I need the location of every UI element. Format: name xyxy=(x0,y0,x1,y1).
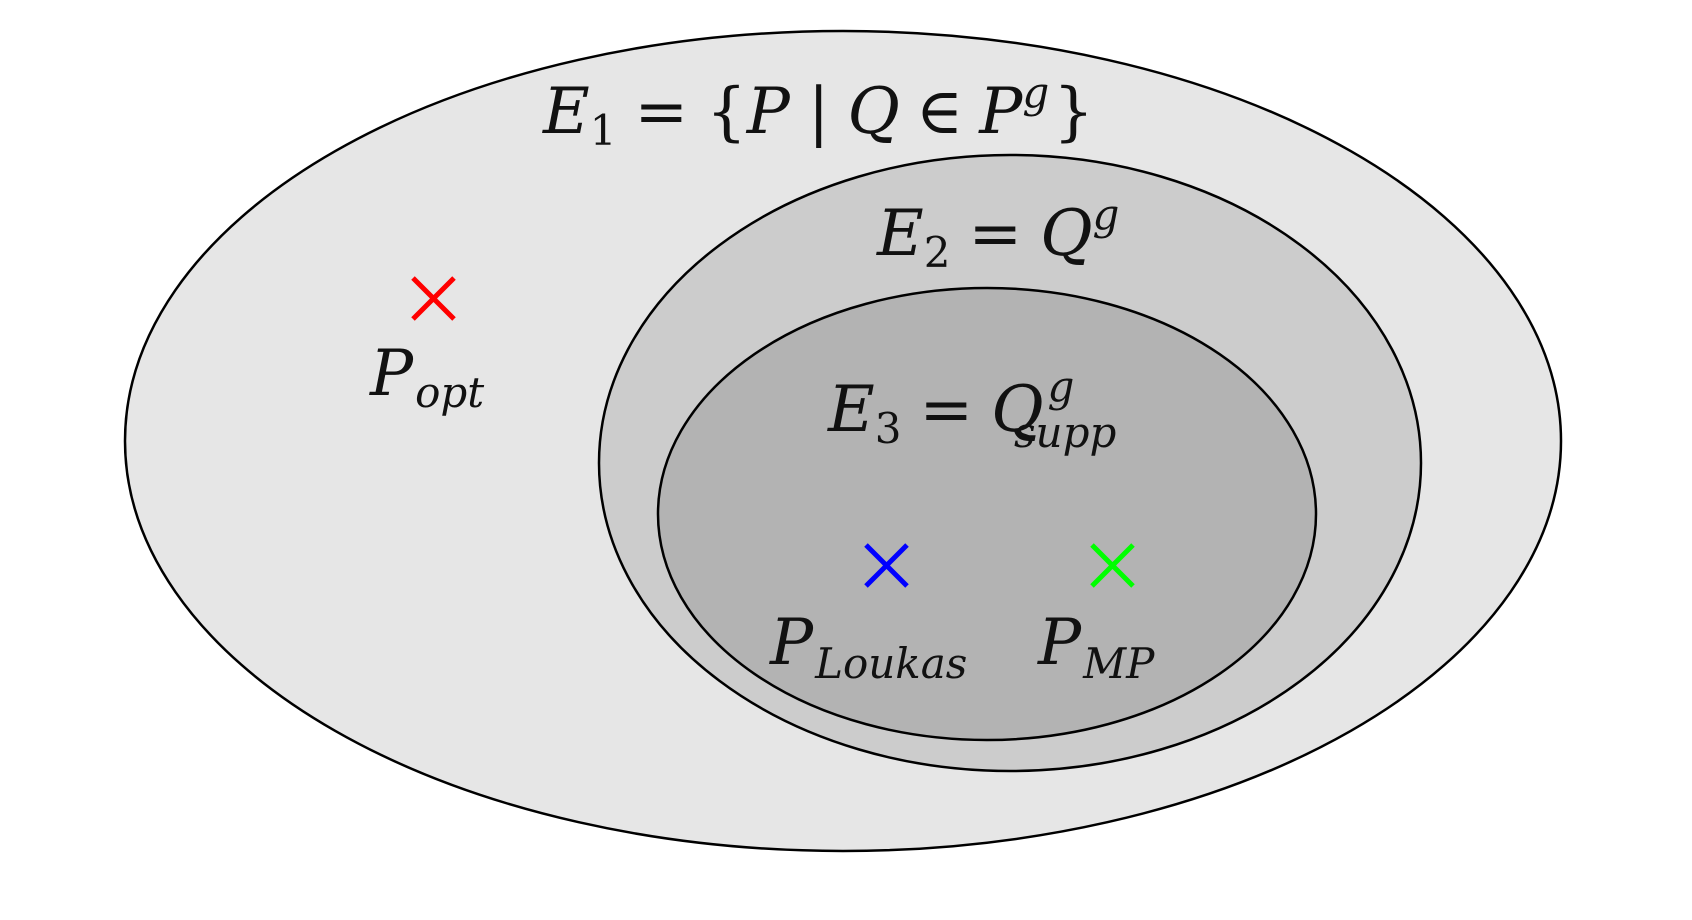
point-loukas-subscript: Loukas xyxy=(814,639,967,688)
point-opt-marker xyxy=(411,276,456,321)
set-e1-equals: = xyxy=(634,75,688,149)
set-e1-bar: | xyxy=(808,75,830,149)
set-e2-index: 2 xyxy=(924,228,951,277)
set-e1-variable: P xyxy=(746,75,791,149)
point-mp-marker xyxy=(1090,543,1135,588)
set-e1-in: ∈ xyxy=(916,75,963,149)
set-e3-superscript: g xyxy=(1048,362,1075,411)
set-e1-right-brace: } xyxy=(1053,75,1094,149)
set-e1-element: Q xyxy=(847,75,899,149)
set-e3-subscript: supp xyxy=(1014,408,1116,457)
point-mp-stroke-b xyxy=(1090,543,1135,588)
point-loukas-marker xyxy=(864,543,909,588)
set-e2-equals: = xyxy=(968,197,1022,271)
point-loukas-label: PLoukas xyxy=(769,606,967,688)
point-opt-stroke-b xyxy=(411,276,456,321)
point-opt-base: P xyxy=(369,337,414,411)
set-e1-superscript: g xyxy=(1022,68,1049,117)
set-e3-base: Q xyxy=(991,373,1043,447)
set-e1-name: E xyxy=(542,75,590,149)
point-loukas-stroke-b xyxy=(864,543,909,588)
set-e2-superscript: g xyxy=(1093,190,1120,239)
set-e2-name: E xyxy=(876,197,924,271)
set-e2-label: E2 =Qg xyxy=(876,190,1119,277)
set-e1-left-brace: { xyxy=(706,75,747,149)
point-mp-subscript: MP xyxy=(1082,639,1155,688)
set-e3-index: 3 xyxy=(875,404,902,453)
point-loukas-base: P xyxy=(769,606,814,680)
point-mp-label: PMP xyxy=(1037,606,1155,688)
set-e1-index: 1 xyxy=(590,106,617,155)
set-e3-name: E xyxy=(827,373,875,447)
set-e3-equals: = xyxy=(919,373,973,447)
set-e1-base: P xyxy=(978,75,1023,149)
point-mp-base: P xyxy=(1037,606,1082,680)
point-opt-label: Popt xyxy=(369,337,484,417)
set-e3-ellipse xyxy=(656,286,1318,742)
set-e1-label: E1={P|Q∈Pg} xyxy=(542,68,1094,155)
point-opt-subscript: opt xyxy=(415,368,484,417)
set-e2-base: Q xyxy=(1040,197,1092,271)
